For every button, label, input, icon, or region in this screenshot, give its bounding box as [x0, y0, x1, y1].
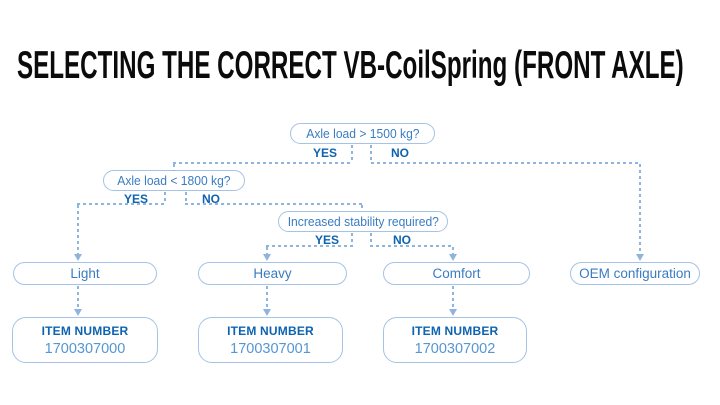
connector-d3-no-vertical — [452, 247, 454, 254]
item-number-value: 1700307001 — [230, 340, 311, 357]
connector-d3-yes-horizontal — [266, 245, 353, 247]
connector-d1-no-horizontal — [371, 162, 641, 164]
decision1-no-label: NO — [391, 146, 409, 160]
decision2-yes-label: YES — [123, 192, 148, 206]
decision1-yes-label: YES — [312, 146, 337, 160]
outcome-label: OEM configuration — [579, 266, 691, 281]
item-number-box-comfort: ITEM NUMBER 1700307002 — [383, 317, 527, 363]
arrow-down-icon — [449, 254, 457, 261]
decision-question: Increased stability required? — [287, 214, 439, 229]
connector-d1-yes-drop — [173, 164, 175, 171]
connector-d2-no-horizontal — [185, 203, 363, 205]
item-number-box-light: ITEM NUMBER 1700307000 — [12, 317, 158, 363]
arrow-down-icon — [449, 309, 457, 316]
connector-d2-no-drop — [361, 205, 363, 211]
connector-d3-yes-vertical — [266, 247, 268, 254]
item-number-box-heavy: ITEM NUMBER 1700307001 — [198, 317, 343, 363]
connector-d1-stub-right — [370, 145, 372, 163]
connector-d1-no-vertical — [639, 164, 641, 254]
outcome-pill-light: Light — [13, 262, 157, 285]
connector-comfort-to-item — [452, 286, 454, 309]
item-number-value: 1700307000 — [44, 340, 126, 357]
arrow-down-icon — [74, 254, 82, 261]
decision-question: Axle load > 1500 kg? — [305, 126, 420, 141]
connector-light-to-item — [77, 286, 79, 309]
decision-box-increased-stability: Increased stability required? — [278, 211, 448, 232]
decision3-yes-label: YES — [314, 233, 339, 247]
decision-box-axle-load-1500: Axle load > 1500 kg? — [290, 123, 435, 144]
outcome-pill-oem-configuration: OEM configuration — [570, 262, 700, 285]
arrow-down-icon — [74, 309, 82, 316]
page-title: SELECTING THE CORRECT VB-CoilSpring (FRO… — [17, 44, 684, 87]
outcome-label: Light — [70, 266, 100, 281]
connector-d1-stub-left — [351, 145, 353, 163]
connector-d3-stub-left — [351, 233, 353, 246]
decision2-no-label: NO — [202, 192, 220, 206]
connector-d2-yes-vertical — [77, 205, 79, 254]
connector-d2-stub-left — [164, 192, 166, 204]
connector-d3-stub-right — [370, 233, 372, 246]
item-number-heading: ITEM NUMBER — [227, 323, 314, 338]
connector-d2-stub-right — [185, 192, 187, 204]
connector-d3-no-horizontal — [370, 245, 454, 247]
outcome-label: Heavy — [253, 266, 292, 281]
arrow-down-icon — [263, 309, 271, 316]
arrow-down-icon — [636, 254, 644, 261]
item-number-heading: ITEM NUMBER — [411, 323, 499, 338]
connector-heavy-to-item — [266, 286, 268, 309]
decision-box-axle-load-1800: Axle load < 1800 kg? — [103, 170, 245, 191]
outcome-label: Comfort — [432, 266, 481, 281]
connector-d2-yes-horizontal — [77, 203, 166, 205]
outcome-pill-comfort: Comfort — [383, 262, 530, 285]
item-number-heading: ITEM NUMBER — [41, 323, 129, 338]
item-number-value: 1700307002 — [414, 340, 496, 357]
outcome-pill-heavy: Heavy — [198, 262, 347, 285]
connector-d1-yes-horizontal — [173, 162, 353, 164]
arrow-down-icon — [263, 254, 271, 261]
decision-question: Axle load < 1800 kg? — [117, 173, 231, 188]
decision3-no-label: NO — [393, 233, 411, 247]
